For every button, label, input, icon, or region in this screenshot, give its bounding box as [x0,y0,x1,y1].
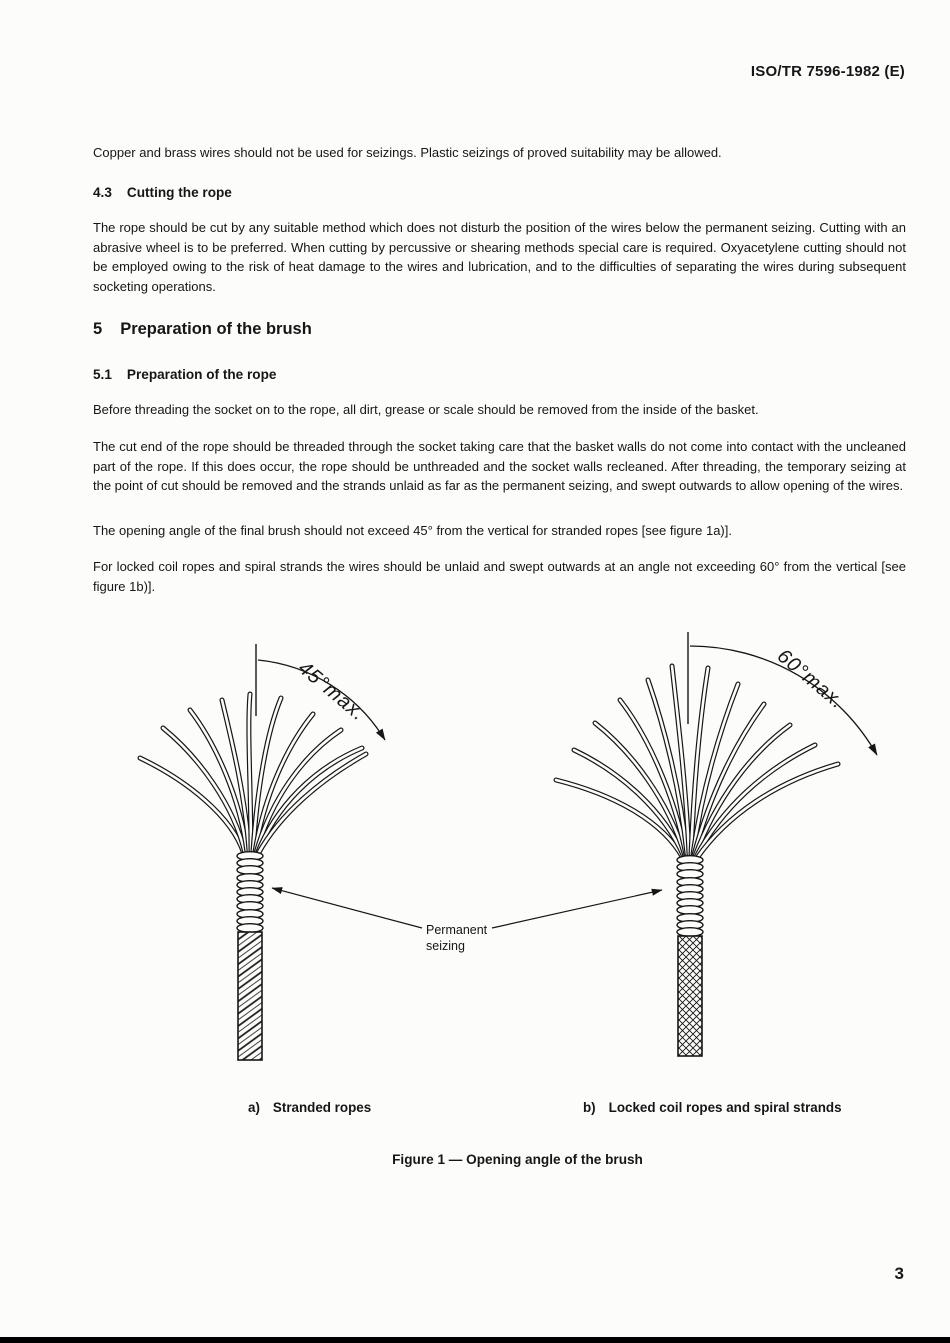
section-heading-5-1: 5.1 Preparation of the rope [93,367,276,382]
seizing-b [676,854,704,938]
caption-a-marker: a) [248,1100,260,1115]
section-number: 5 [93,320,103,338]
angle-label-a: 45°max. [294,657,370,726]
leader-arrow-right [491,888,663,929]
rope-b [677,935,703,1057]
caption-b-text: Locked coil ropes and spiral strands [608,1100,842,1115]
permanent-seizing-label-line2: seizing [426,939,465,953]
paragraph-threading: Before threading the socket on to the ro… [93,402,759,417]
section-title: Preparation of the brush [120,320,312,338]
caption-b-marker: b) [583,1100,596,1115]
section-number: 5.1 [93,367,112,382]
seizing-pointer: Permanent seizing [271,887,663,953]
paragraph-angle-45: The opening angle of the final brush sho… [93,523,732,538]
paragraph-cutting: The rope should be cut by any suitable m… [93,220,906,294]
angle-arc-a [257,659,386,741]
brush-a: 45°max. [137,644,386,1061]
page-number: 3 [894,1264,904,1283]
doc-reference: ISO/TR 7596-1982 (E) [750,63,905,80]
section-heading-4-3: 4.3 Cutting the rope [93,185,232,200]
paragraph-seizings: Copper and brass wires should not be use… [93,145,722,160]
seizing-a [236,850,264,934]
paragraph-angle-60: For locked coil ropes and spiral strands… [93,559,906,594]
wires-b [553,663,841,861]
caption-a-text: Stranded ropes [272,1100,372,1115]
rope-a [237,931,263,1061]
leader-arrow-left [271,887,423,929]
section-heading-5: 5 Preparation of the brush [93,320,312,339]
caption-b: b) Locked coil ropes and spiral strands [583,1100,842,1115]
figure-1-drawing: 45°max. [137,632,878,1061]
figure-caption: Figure 1 — Opening angle of the brush [392,1152,643,1167]
permanent-seizing-label-line1: Permanent [426,923,488,937]
section-number: 4.3 [93,185,112,200]
caption-a: a) Stranded ropes [248,1100,371,1115]
scan-edge-bar [0,1337,950,1343]
angle-arc-b [689,645,878,756]
paragraph-cut-end: The cut end of the rope should be thread… [93,439,906,493]
brush-b: 60°max. [553,632,878,1057]
section-title: Cutting the rope [126,185,232,200]
section-title: Preparation of the rope [126,367,277,382]
angle-label-b: 60°max. [773,645,849,714]
wires-a [137,691,369,857]
